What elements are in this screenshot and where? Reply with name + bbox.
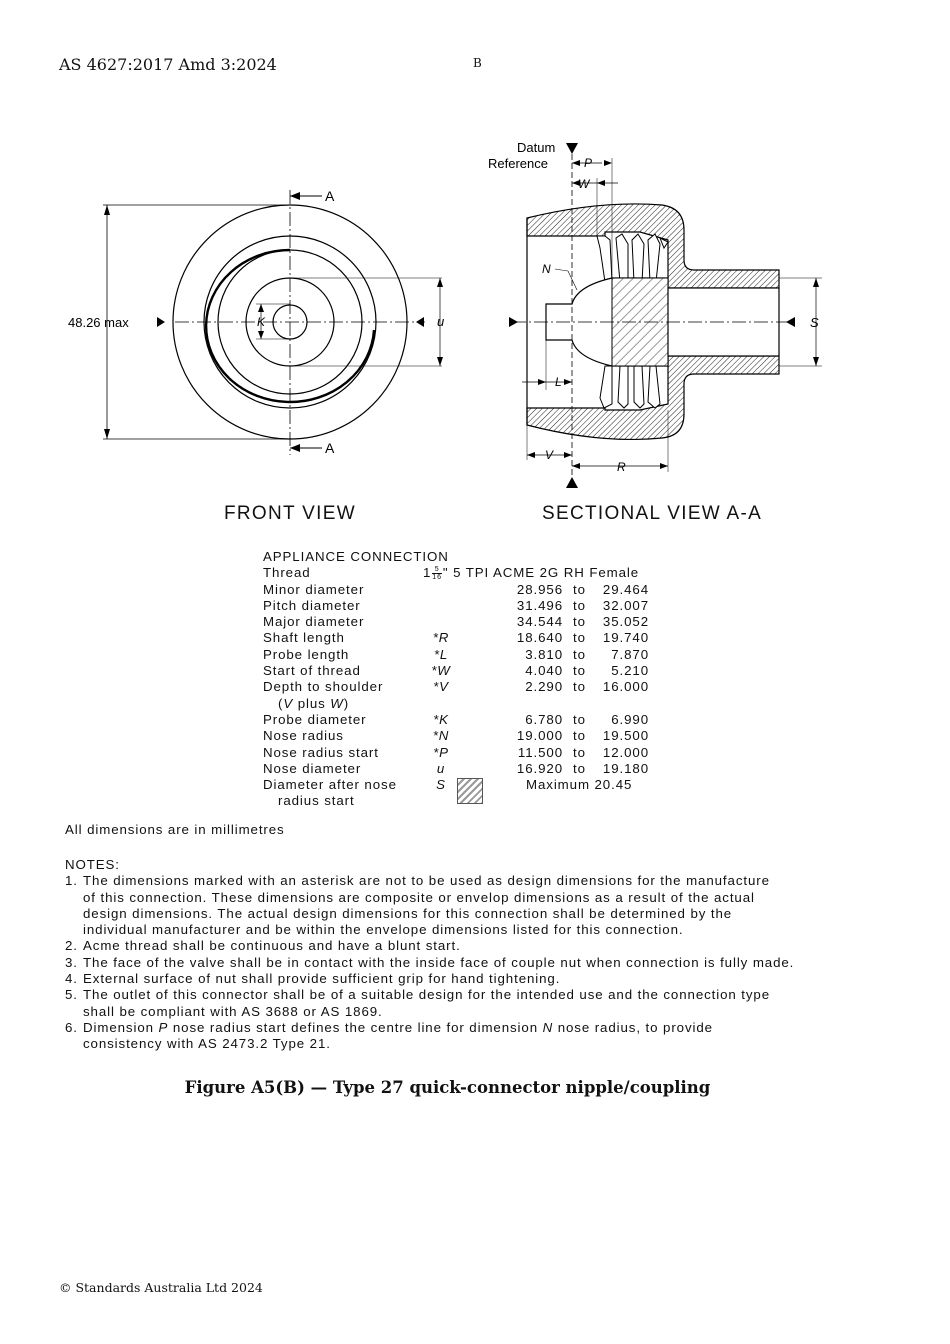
dim-N: N (542, 262, 551, 276)
front-view: A A 48.26 max K u (68, 188, 444, 456)
sectional-view-label: SECTIONAL VIEW A-A (542, 503, 763, 524)
note-item: 5.The outlet of this connector shall be … (65, 987, 771, 1019)
figure-caption: Figure A5(B) — Type 27 quick-connector n… (184, 1078, 711, 1097)
notes-heading: NOTES: (65, 857, 120, 872)
thread-teeth-top (596, 233, 669, 283)
note-item: 2.Acme thread shall be continuous and ha… (65, 938, 461, 954)
diameter-after-nose-zone (611, 277, 669, 367)
reference-label: Reference (488, 156, 548, 171)
front-view-label: FRONT VIEW (224, 503, 356, 524)
copyright-footer: © Standards Australia Ltd 2024 (59, 1280, 263, 1295)
dim-W: W (578, 177, 591, 191)
thread-teeth-bottom (599, 365, 661, 409)
dim-K: K (257, 315, 266, 329)
body-top-wall (526, 203, 780, 289)
thread-start-arc (204, 248, 376, 404)
hatch-legend-swatch (457, 778, 483, 805)
section-marker-top: A (325, 188, 335, 204)
note-item: 4.External surface of nut shall provide … (65, 971, 561, 987)
dim-S: S (810, 315, 819, 330)
datum-label: Datum (517, 140, 555, 155)
note-item: 3.The face of the valve shall be in cont… (65, 954, 795, 970)
dim-L: L (555, 375, 562, 389)
technical-drawing: A A 48.26 max K u (68, 140, 822, 488)
notes-section: NOTES: 1. The dimensions marked with an … (65, 857, 865, 1053)
sectional-view: Datum Reference P W N L V (488, 140, 822, 488)
dim-V: V (545, 448, 554, 462)
overall-diameter-dim: 48.26 max (68, 315, 129, 330)
standard-reference: AS 4627:2017 Amd 3:2024 (59, 55, 277, 74)
dim-R: R (617, 460, 626, 474)
note-item: 1. The dimensions marked with an asteris… (65, 873, 770, 938)
edition-mark: B (473, 56, 482, 70)
units-note: All dimensions are in millimetres (65, 822, 285, 837)
note-item: 6. Dimension P nose radius start defines… (65, 1019, 713, 1052)
dim-P: P (584, 156, 592, 170)
section-marker-bottom: A (325, 440, 335, 456)
dim-u: u (437, 314, 444, 329)
body-bottom-wall (526, 355, 780, 441)
